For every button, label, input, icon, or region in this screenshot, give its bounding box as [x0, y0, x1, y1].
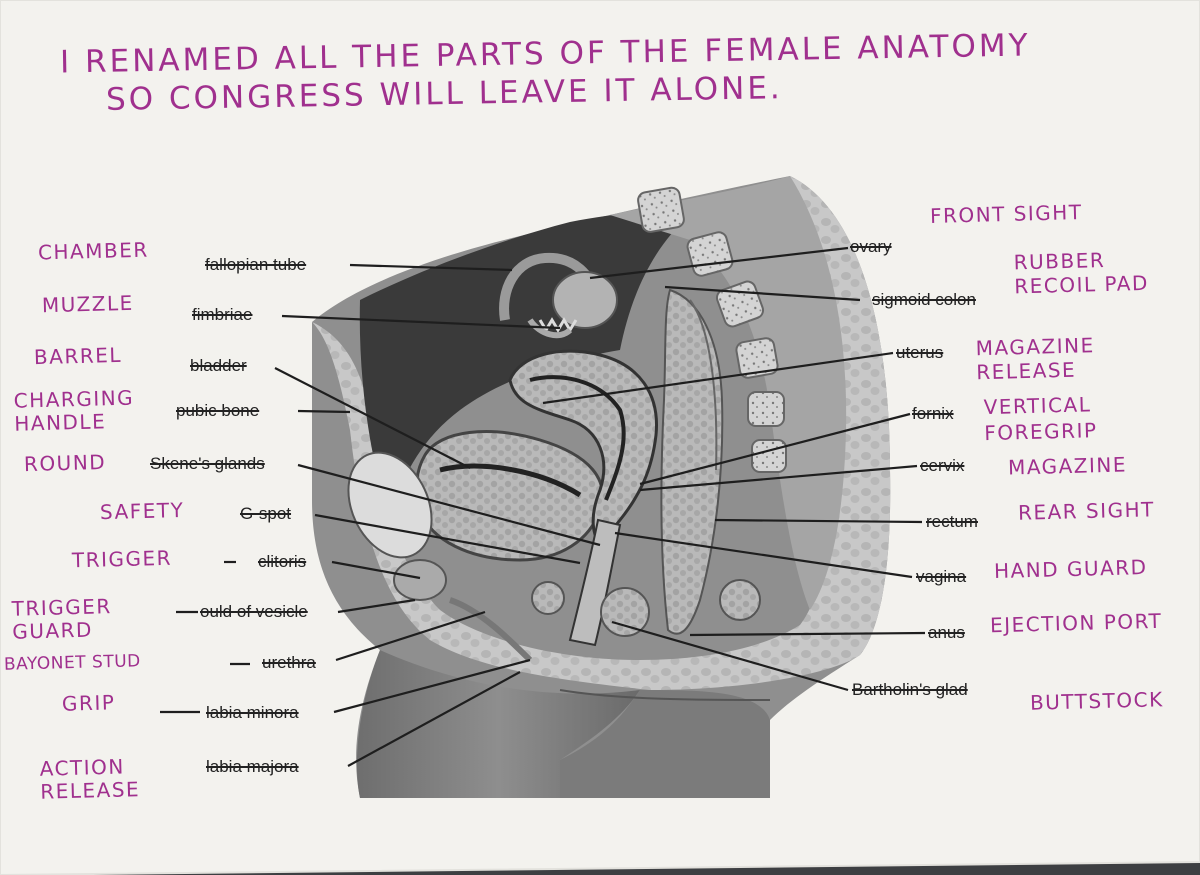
label-original-bartholins-gland: Bartholin's glad	[852, 680, 968, 699]
label-original-skenes-glands: Skene's glands	[150, 454, 265, 473]
label-original-cervix: cervix	[920, 456, 965, 475]
label-renamed-ejection-port: EJECTION PORT	[989, 608, 1163, 638]
label-renamed-trigger: TRIGGER	[71, 545, 173, 573]
label-renamed-charging-handle: CHARGING HANDLE	[13, 385, 135, 436]
label-renamed-bayonet-stud: BAYONET STUD	[3, 651, 141, 675]
label-original-anus: anus	[928, 623, 965, 642]
label-original-sigmoid-colon: sigmoid colon	[872, 290, 976, 309]
label-original-rectum: rectum	[926, 512, 978, 531]
label-original-fimbriae: fimbriae	[192, 305, 253, 324]
label-original-uterus: uterus	[896, 343, 944, 362]
label-renamed-action-release: ACTION RELEASE	[39, 754, 141, 804]
label-renamed-magazine: MAGAZINE	[1007, 452, 1128, 480]
label-original-urethra: urethra	[262, 653, 316, 672]
label-original-clitoris: clitoris	[258, 552, 307, 571]
label-renamed-round: ROUND	[23, 449, 107, 477]
label-original-labia-majora: labia majora	[206, 757, 299, 776]
anatomy-illustration	[312, 176, 891, 798]
label-original-ovary: ovary	[850, 237, 892, 256]
label-renamed-grip: GRIP	[61, 690, 116, 716]
label-original-labia-minora: labia minora	[206, 703, 299, 722]
label-renamed-chamber: CHAMBER	[37, 237, 149, 265]
label-renamed-magazine-release: MAGAZINE RELEASE	[975, 333, 1095, 385]
label-original-pubic-bone: pubic bone	[176, 401, 260, 420]
label-original-vagina: vagina	[916, 567, 967, 586]
label-renamed-buttstock: BUTTSTOCK	[1029, 687, 1164, 715]
label-renamed-hand-guard: HAND GUARD	[993, 554, 1148, 584]
label-renamed-rear-sight: REAR SIGHT	[1017, 497, 1156, 525]
leader-lines	[160, 246, 926, 767]
label-original-fornix: fornix	[912, 404, 954, 423]
label-renamed-trigger-guard: TRIGGER GUARD	[11, 594, 113, 644]
label-original-ould-of-vesicle: ould of vesicle	[200, 602, 308, 621]
label-original-bladder: bladder	[190, 356, 247, 375]
label-renamed-front-sight: FRONT SIGHT	[929, 200, 1083, 228]
label-renamed-rubber-recoil-pad: RUBBER RECOIL PAD	[1013, 247, 1150, 299]
label-renamed-vertical-foregrip: VERTICAL FOREGRIP	[983, 392, 1098, 446]
label-original-fallopian-tube: fallopian tube	[205, 255, 307, 274]
label-renamed-safety: SAFETY	[99, 497, 185, 525]
label-original-g-spot: G-spot	[240, 504, 292, 523]
label-renamed-muzzle: MUZZLE	[41, 290, 135, 318]
label-renamed-barrel: BARREL	[33, 342, 123, 370]
